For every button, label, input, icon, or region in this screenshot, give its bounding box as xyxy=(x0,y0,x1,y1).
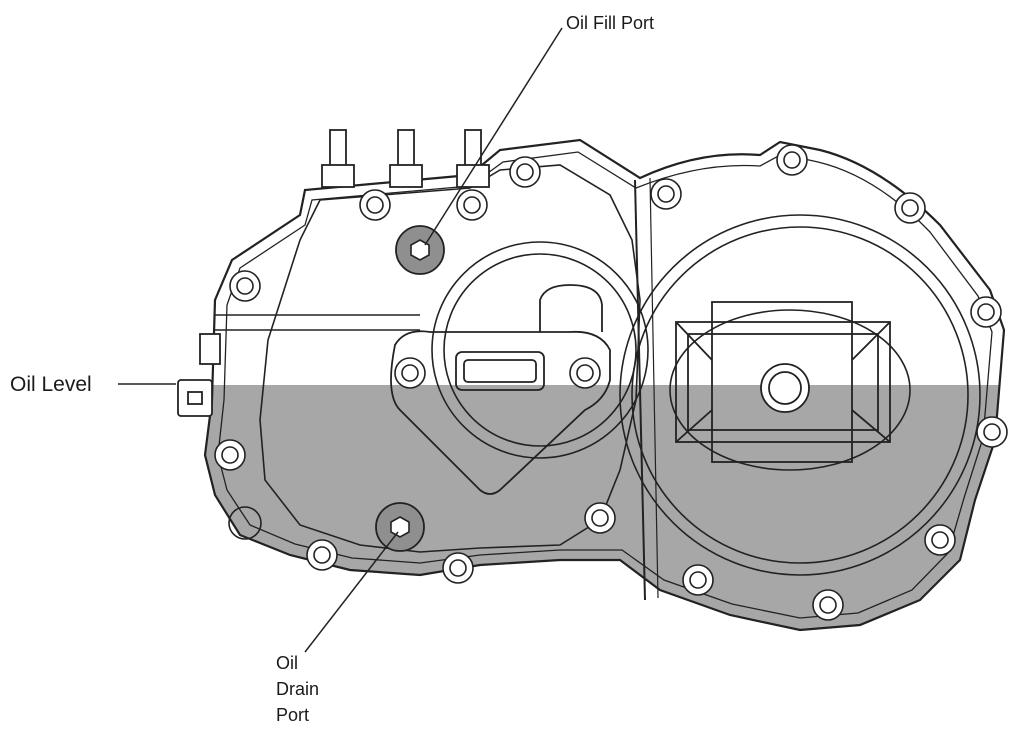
bolt-icon xyxy=(214,144,1008,621)
oil-drain-plug xyxy=(375,502,425,552)
right-compartment xyxy=(619,177,981,601)
oil-drain-port-label-line: Port xyxy=(276,705,310,725)
top-studs xyxy=(321,129,490,188)
housing-outline xyxy=(203,138,1006,632)
oil-level-label: Oil Level xyxy=(10,373,92,396)
motor-block xyxy=(675,301,891,463)
leader-lines xyxy=(118,27,563,653)
center-bracket xyxy=(390,284,611,495)
oil-drain-port-label-line: Drain xyxy=(276,679,320,699)
oil-drain-port-label-line: Oil xyxy=(276,653,298,673)
left-cover xyxy=(259,164,649,553)
oil-drain-leader xyxy=(304,531,399,653)
oil-drain-port-label: Oil Drain Port xyxy=(276,650,319,728)
oil-fill-plug xyxy=(395,225,445,275)
connector-icon xyxy=(177,314,420,417)
oil-fill-leader xyxy=(424,27,563,246)
oil-fill-port-label: Oil Fill Port xyxy=(566,13,655,33)
